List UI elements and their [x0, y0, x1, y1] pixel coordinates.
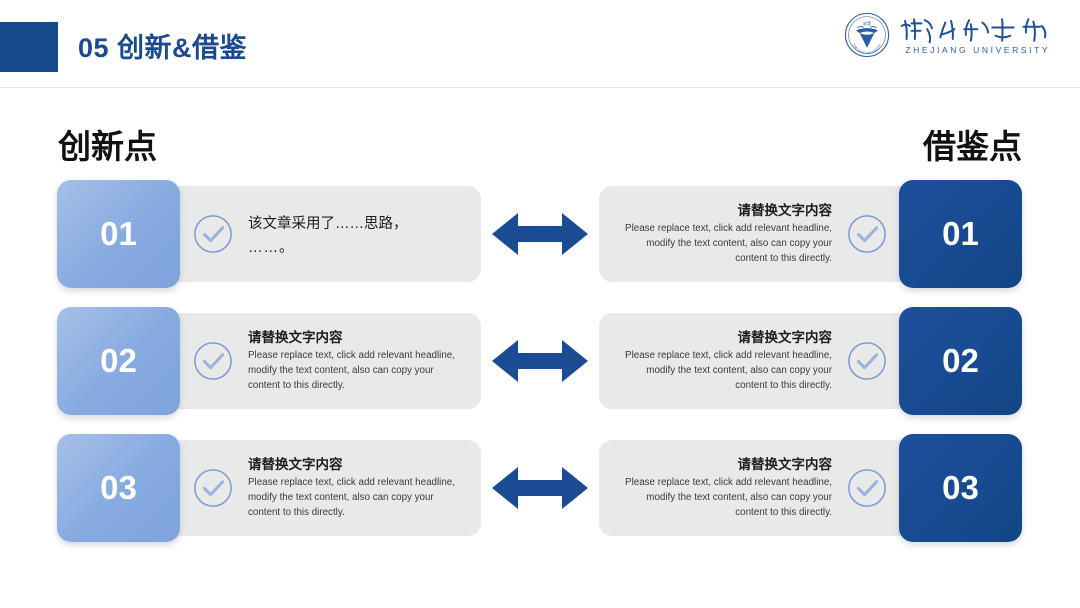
- university-logo: 求是 ZHEJIANG UNIVERSITY: [844, 12, 1056, 58]
- panel-body: Please replace text, click add relevant …: [248, 349, 455, 391]
- check-circle-icon: [194, 469, 232, 507]
- right-content-panel[interactable]: 请替换文字内容 Please replace text, click add r…: [599, 313, 930, 409]
- check-circle-icon: [194, 342, 232, 380]
- check-circle-icon: [194, 215, 232, 253]
- slide-header: 05 创新&借鉴 求是 ZHEJIANG UNIVERSITY: [0, 0, 1080, 88]
- check-circle-icon: [848, 469, 886, 507]
- left-content-panel[interactable]: 该文章采用了……思路， ……。: [150, 186, 481, 282]
- panel-heading: 请替换文字内容: [737, 202, 833, 218]
- right-column-title: 借鉴点: [923, 128, 1022, 165]
- panel-body: Please replace text, click add relevant …: [625, 349, 832, 391]
- panel-heading: 请替换文字内容: [737, 329, 833, 345]
- panel-heading: 请替换文字内容: [248, 456, 343, 472]
- right-number-chip[interactable]: 02: [899, 307, 1022, 415]
- zhejiang-university-emblem-icon: 求是 ZHEJIANG UNIVERSITY: [844, 12, 889, 58]
- content-row: 02 请替换文字内容 Please replace text, click ad…: [0, 307, 1080, 415]
- content-row: 01 该文章采用了……思路， ……。 请替换文字内容 Please replac…: [0, 180, 1080, 288]
- zhejiang-university-wordmark-cn-icon: [900, 17, 1046, 43]
- double-arrow-icon: [492, 467, 588, 509]
- double-arrow-icon: [492, 340, 588, 382]
- left-panel-text: 该文章采用了……思路， ……。: [248, 210, 465, 259]
- panel-heading: 请替换文字内容: [737, 456, 833, 472]
- panel-heading: 请替换文字内容: [248, 329, 343, 345]
- panel-body: Please replace text, click add relevant …: [625, 222, 832, 264]
- check-circle-icon: [848, 215, 886, 253]
- panel-body: Please replace text, click add relevant …: [625, 476, 832, 518]
- right-number-chip[interactable]: 03: [899, 434, 1022, 542]
- right-number-chip[interactable]: 01: [899, 180, 1022, 288]
- left-number-chip[interactable]: 02: [57, 307, 180, 415]
- panel-body: ……。: [248, 240, 295, 257]
- right-panel-text: 请替换文字内容 Please replace text, click add r…: [615, 202, 832, 267]
- right-content-panel[interactable]: 请替换文字内容 Please replace text, click add r…: [599, 186, 930, 282]
- panel-heading: 该文章采用了……思路，: [248, 215, 408, 232]
- left-column-title: 创新点: [58, 128, 157, 165]
- svg-text:求是: 求是: [862, 20, 870, 26]
- left-content-panel[interactable]: 请替换文字内容 Please replace text, click add r…: [150, 313, 481, 409]
- header-divider: [0, 87, 1080, 88]
- left-number-chip[interactable]: 03: [57, 434, 180, 542]
- panel-body: Please replace text, click add relevant …: [248, 476, 455, 518]
- left-panel-text: 请替换文字内容 Please replace text, click add r…: [248, 456, 465, 521]
- right-content-panel[interactable]: 请替换文字内容 Please replace text, click add r…: [599, 440, 930, 536]
- logo-wordmark: ZHEJIANG UNIVERSITY: [900, 16, 1056, 55]
- left-content-panel[interactable]: 请替换文字内容 Please replace text, click add r…: [150, 440, 481, 536]
- logo-english-name: ZHEJIANG UNIVERSITY: [905, 44, 1051, 55]
- left-number-chip[interactable]: 01: [57, 180, 180, 288]
- left-panel-text: 请替换文字内容 Please replace text, click add r…: [248, 329, 465, 394]
- right-panel-text: 请替换文字内容 Please replace text, click add r…: [615, 456, 832, 521]
- check-circle-icon: [848, 342, 886, 380]
- right-panel-text: 请替换文字内容 Please replace text, click add r…: [615, 329, 832, 394]
- header-accent-block: [0, 22, 58, 72]
- double-arrow-icon: [492, 213, 588, 255]
- content-row: 03 请替换文字内容 Please replace text, click ad…: [0, 434, 1080, 542]
- page-title: 05 创新&借鉴: [78, 33, 248, 63]
